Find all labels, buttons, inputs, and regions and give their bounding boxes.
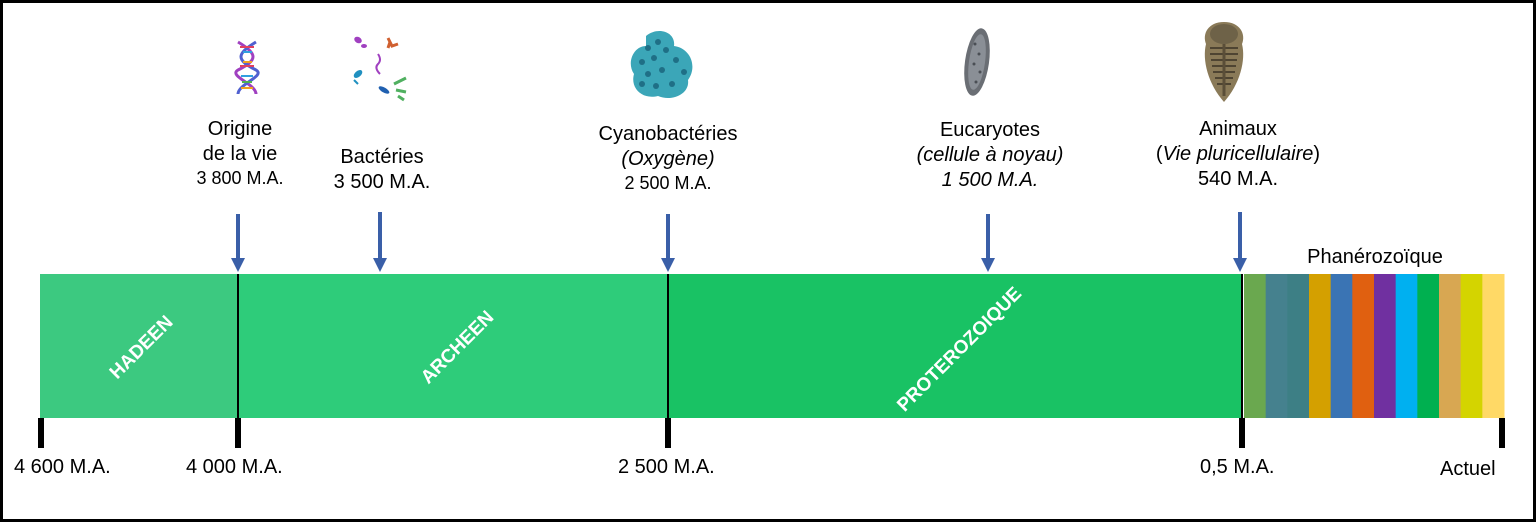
eukaryote-cell-icon: [964, 28, 990, 96]
tick-2500: [665, 418, 671, 448]
event-animaux-label: Animaux (Vie pluricellulaire) 540 M.A.: [1156, 117, 1320, 192]
tick-label-actuel: Actuel: [1440, 458, 1496, 480]
event-eucaryotes-title: Eucaryotes: [939, 119, 1041, 141]
phanerozoic-stripe: [1287, 274, 1310, 418]
arrow-animaux: [1233, 212, 1247, 272]
era-hadeen-band: [40, 274, 238, 418]
tick-4000: [235, 418, 241, 448]
tick-4600: [38, 418, 44, 448]
tick-label-0-5: 0,5 M.A.: [1200, 456, 1275, 478]
phanerozoic-stripe: [1244, 274, 1267, 418]
arrow-origine: [231, 214, 245, 272]
arrow-cyano: [661, 214, 675, 272]
event-eucaryotes-subtitle: (cellule à noyau): [916, 144, 1064, 166]
event-origine-date: 3 800 M.A.: [196, 168, 284, 188]
event-eucaryotes-label: Eucaryotes (cellule à noyau) 1 500 M.A.: [917, 118, 1064, 193]
event-bacteries-title: Bactéries: [340, 146, 424, 168]
event-cyano-label: Cyanobactéries (Oxygène) 2 500 M.A.: [599, 122, 738, 195]
tick-0-5: [1239, 418, 1245, 448]
event-cyano-title: Cyanobactéries: [598, 123, 738, 145]
phanerozoic-stripe: [1374, 274, 1397, 418]
event-animaux-subtitle: (Vie pluricellulaire): [1156, 142, 1320, 167]
bacteria-icon: [353, 36, 407, 102]
era-proterozoique-band: [668, 274, 1242, 418]
event-origine-title-1: Origine: [207, 118, 273, 140]
phanerozoic-label: Phanérozoïque: [1307, 246, 1443, 268]
paren-open: (: [1155, 143, 1163, 165]
event-origine-label: Origine de la vie 3 800 M.A.: [196, 117, 283, 190]
paren-close: ): [1313, 143, 1321, 165]
arrow-eucaryotes: [981, 214, 995, 272]
phanerozoic-stripe: [1352, 274, 1375, 418]
event-cyano-subtitle: (Oxygène): [621, 148, 715, 170]
tick-actuel: [1499, 418, 1505, 448]
event-animaux-title: Animaux: [1199, 118, 1277, 140]
phanerozoic-stripe: [1395, 274, 1418, 418]
phanerozoic-stripe: [1482, 274, 1505, 418]
phanerozoic-stripe: [1460, 274, 1483, 418]
event-origine-title-2: de la vie: [202, 143, 278, 165]
event-eucaryotes-date: 1 500 M.A.: [941, 169, 1039, 191]
tick-label-4000: 4 000 M.A.: [186, 456, 283, 478]
event-cyano-date: 2 500 M.A.: [624, 173, 712, 193]
phanerozoic-stripe: [1309, 274, 1332, 418]
event-animaux-date: 540 M.A.: [1197, 168, 1279, 190]
trilobite-icon: [1204, 22, 1244, 102]
event-animaux-subtitle-italic: Vie pluricellulaire: [1162, 143, 1314, 165]
phanerozoic-stripe: [1417, 274, 1440, 418]
phanerozoic-bands: [1244, 274, 1505, 418]
phanerozoic-stripe: [1265, 274, 1288, 418]
tick-label-2500: 2 500 M.A.: [618, 456, 715, 478]
event-bacteries-date: 3 500 M.A.: [333, 171, 431, 193]
era-archeen-band: [238, 274, 668, 418]
arrow-bacteries: [373, 212, 387, 272]
event-bacteries-label: Bactéries 3 500 M.A.: [334, 145, 431, 195]
dna-icon: [234, 40, 260, 95]
tick-label-4600: 4 600 M.A.: [14, 456, 111, 478]
phanerozoic-stripe: [1330, 274, 1353, 418]
phanerozoic-stripe: [1439, 274, 1462, 418]
cyanobacteria-icon: [630, 31, 693, 99]
